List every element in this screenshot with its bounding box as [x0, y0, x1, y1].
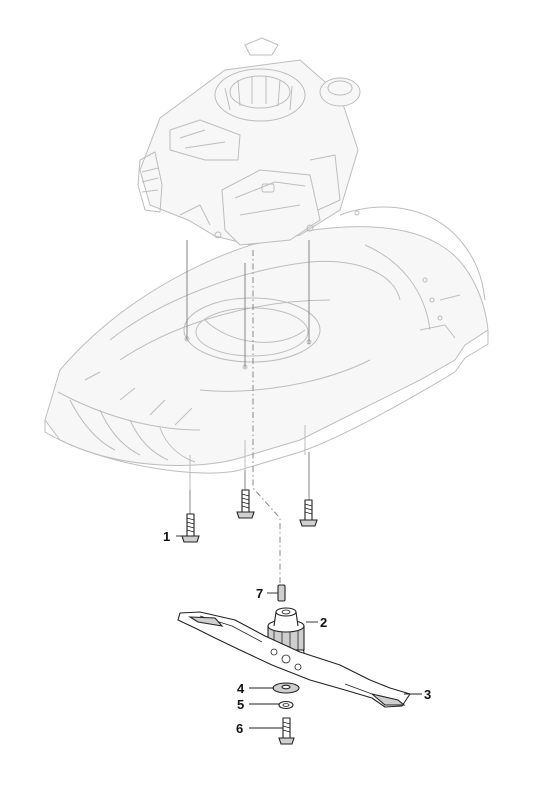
spring-washer: [278, 700, 294, 710]
engine: [137, 37, 361, 246]
callout-4: 4: [237, 681, 245, 696]
deck-bolt: [236, 489, 255, 519]
mower-deck: [44, 206, 489, 490]
blade-washer: [272, 682, 300, 694]
callout-2: 2: [320, 615, 327, 630]
callout-3: 3: [424, 687, 431, 702]
blade-key: [277, 584, 286, 602]
leader-lines: [176, 535, 422, 729]
mower-blade: [177, 611, 411, 708]
callout-5: 5: [237, 697, 244, 712]
callout-6: 6: [236, 721, 243, 736]
callout-7: 7: [256, 586, 263, 601]
blade-bolt: [278, 717, 295, 745]
callout-1: 1: [163, 529, 170, 544]
alignment-lines: [186, 240, 310, 585]
deck-bolt: [299, 499, 318, 527]
deck-bolt: [181, 513, 200, 543]
